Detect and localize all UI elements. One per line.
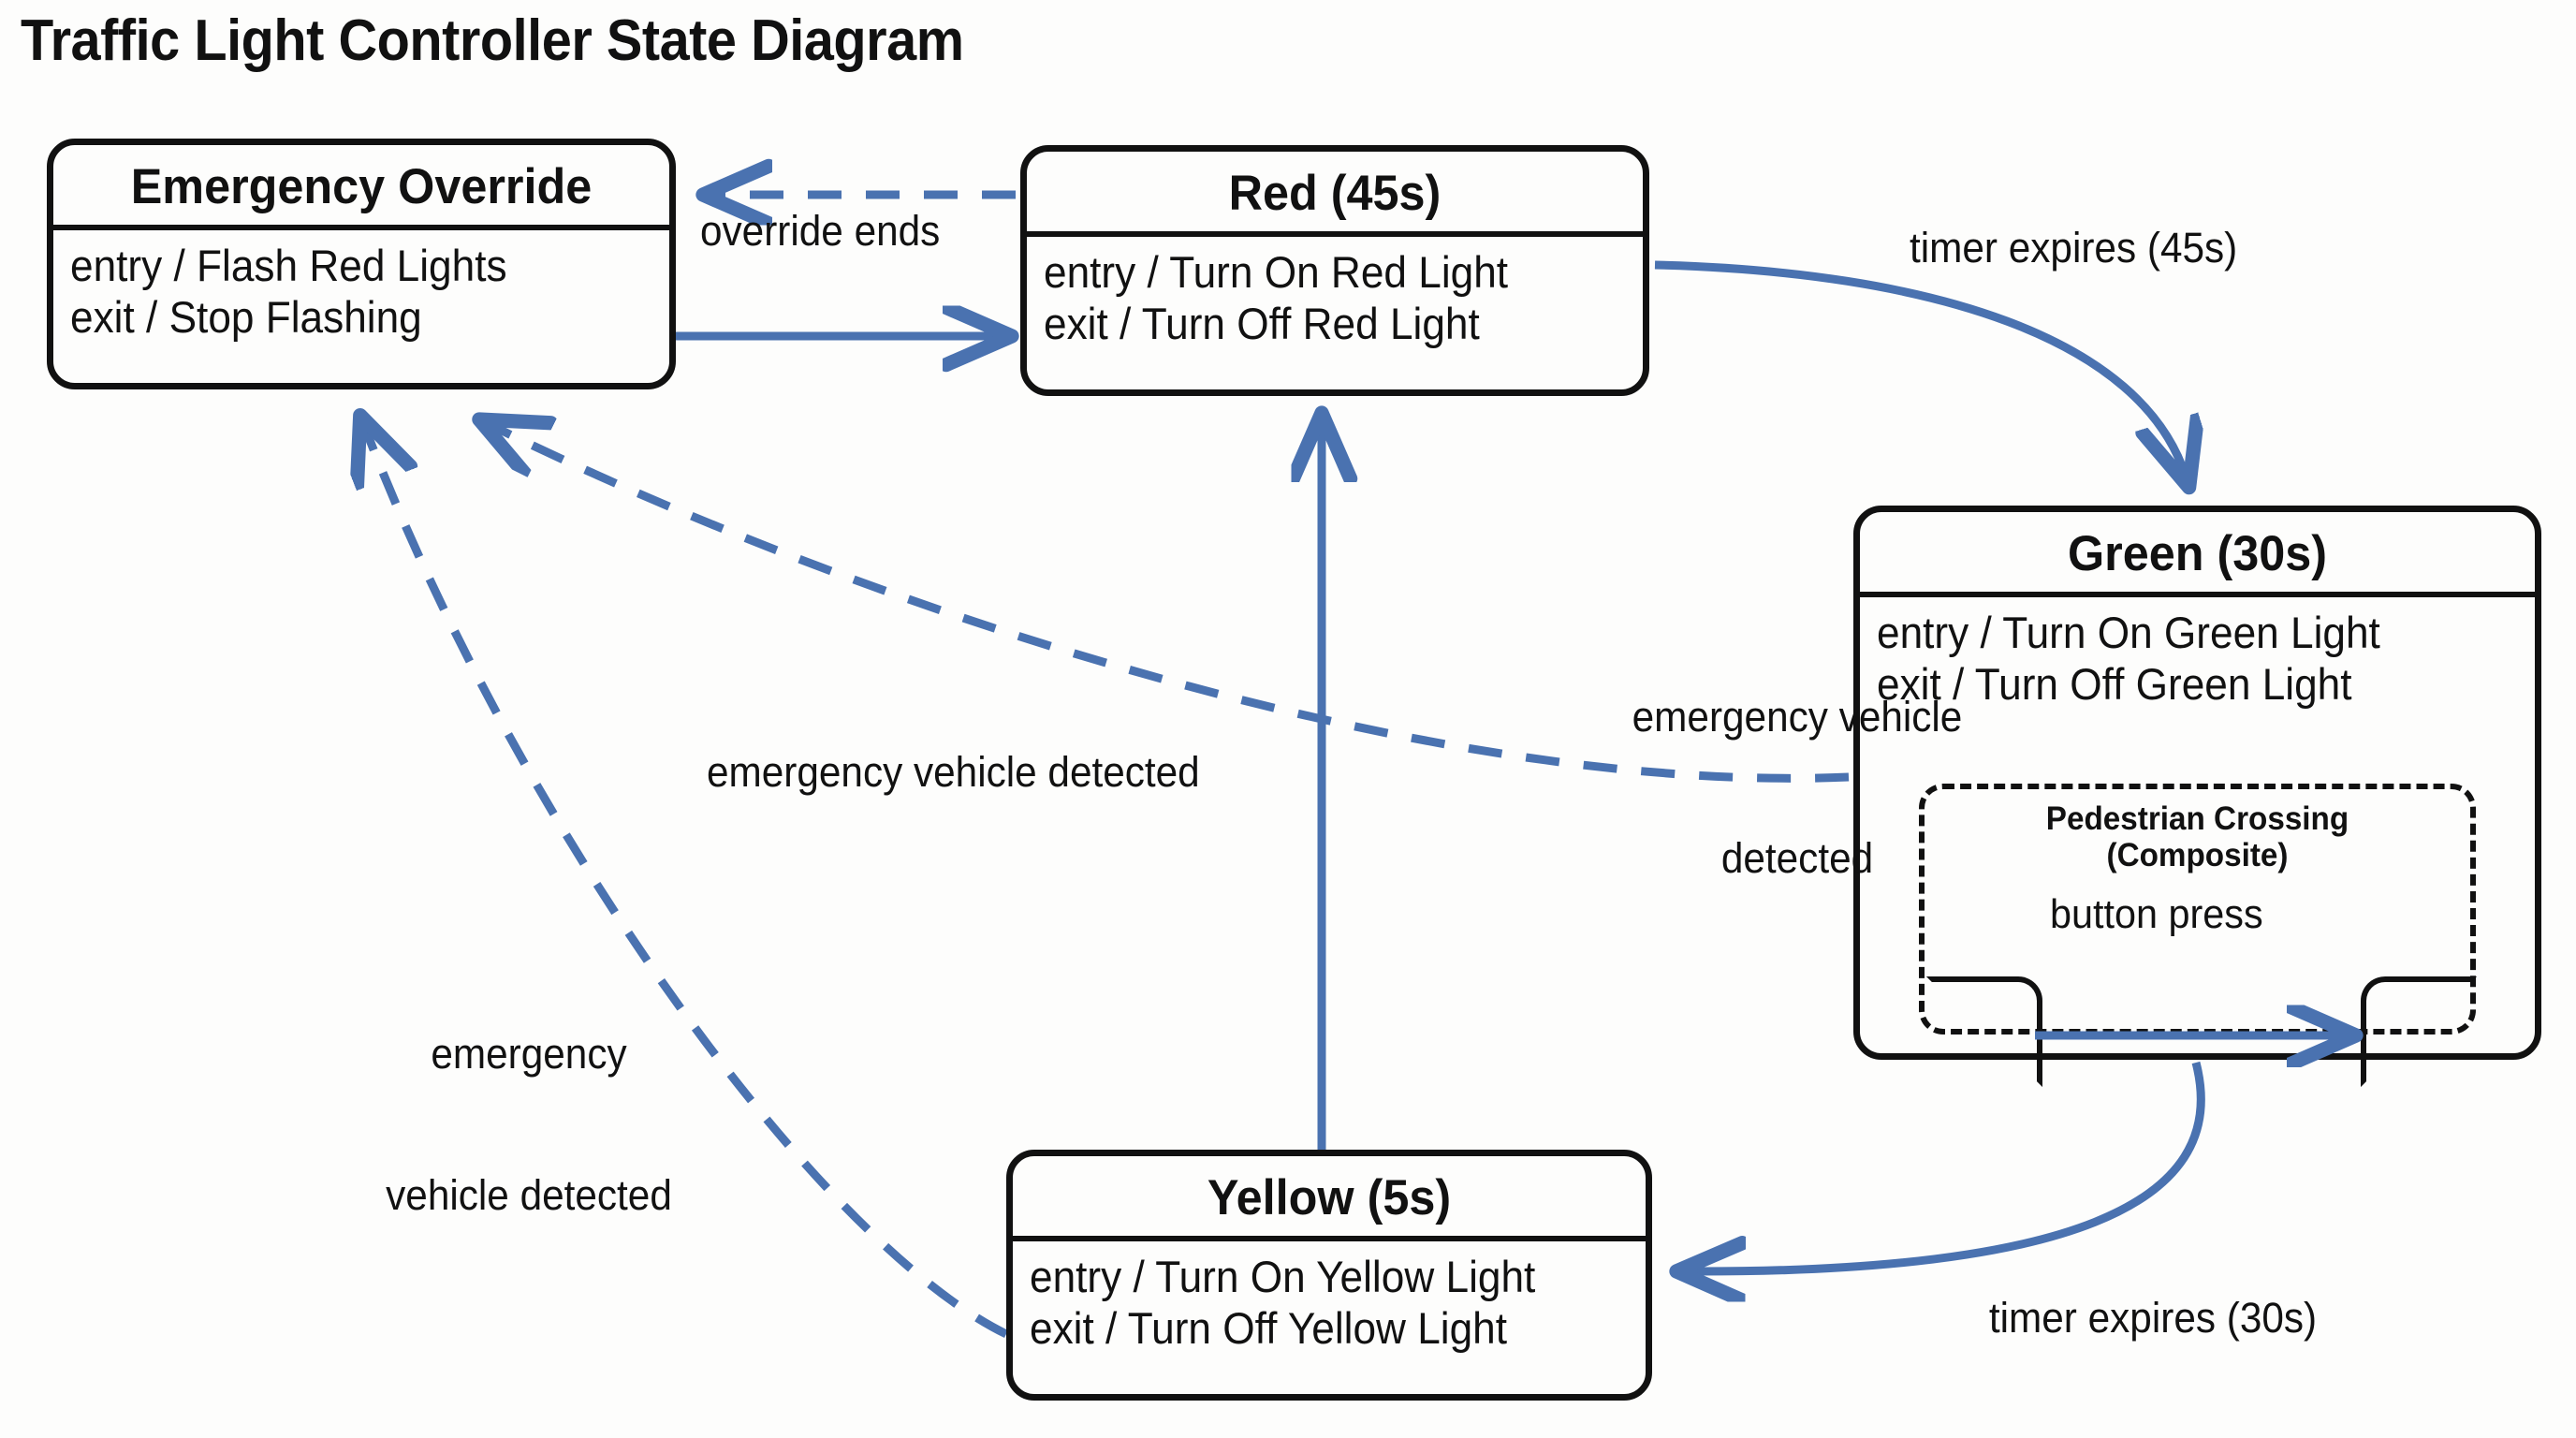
transition-label-green-to-yellow: timer expires (30s) OR pedestrian timer … xyxy=(1871,1200,2435,1438)
state-entry-action: entry / Flash Red Lights xyxy=(70,241,507,290)
state-divider xyxy=(53,225,669,230)
state-exit-action: exit / Turn Off Green Light xyxy=(1877,659,2352,710)
state-emergency-override[interactable]: Emergency Override entry / Flash Red Lig… xyxy=(47,139,676,389)
composite-title-line2: (Composite) xyxy=(2106,837,2289,874)
state-name-green: Green (30s) xyxy=(2067,526,2328,581)
state-entry-action: entry / Turn On Yellow Light xyxy=(1030,1252,1536,1301)
state-red[interactable]: Red (45s) entry / Turn On Red Light exit… xyxy=(1020,145,1649,396)
substate-crossing[interactable] xyxy=(2361,976,2477,1087)
state-entry-action: entry / Turn On Green Light xyxy=(1877,608,2380,657)
state-name-emergency-override: Emergency Override xyxy=(130,159,593,214)
transition-label-line2: OR xyxy=(1871,1435,2435,1438)
composite-title-line1: Pedestrian Crossing xyxy=(2045,800,2349,837)
transition-label-override-ends: override ends xyxy=(700,207,941,255)
substate-transition-button-press xyxy=(2035,992,2378,1067)
transition-label-timer-expires-45s: timer expires (45s) xyxy=(1910,224,2238,271)
state-body-yellow: entry / Turn On Yellow Light exit / Turn… xyxy=(1013,1241,1646,1364)
transition-label-line2: vehicle detected xyxy=(386,1170,672,1219)
state-exit-action: exit / Stop Flashing xyxy=(70,292,422,343)
state-exit-action: exit / Turn Off Red Light xyxy=(1044,299,1480,349)
state-divider xyxy=(1860,592,2535,597)
state-entry-action: entry / Turn On Red Light xyxy=(1044,247,1509,297)
state-green[interactable]: Green (30s) entry / Turn On Green Light … xyxy=(1853,506,2541,1060)
transition-label-line1: timer expires (30s) xyxy=(1988,1293,2318,1342)
substate-transition-label: button press xyxy=(2050,891,2263,937)
transition-label-line1: emergency vehicle xyxy=(1632,692,1963,741)
state-body-green: entry / Turn On Green Light exit / Turn … xyxy=(1860,597,2535,720)
state-name-red: Red (45s) xyxy=(1228,166,1442,221)
state-body-emergency-override: entry / Flash Red Lights exit / Stop Fla… xyxy=(53,230,669,353)
transition-red-to-green xyxy=(1654,260,2187,479)
state-yellow[interactable]: Yellow (5s) entry / Turn On Yellow Light… xyxy=(1006,1150,1652,1401)
state-divider xyxy=(1013,1236,1646,1241)
state-body-red: entry / Turn On Red Light exit / Turn Of… xyxy=(1027,237,1643,360)
transition-label-line2: detected xyxy=(1720,833,1874,882)
transition-label-red-to-override: emergency vehicle detected xyxy=(707,748,1200,796)
state-divider xyxy=(1027,231,1643,237)
transition-label-line1: emergency xyxy=(431,1029,627,1078)
transition-label-green-to-override: emergency vehicle detected xyxy=(1595,599,1999,976)
state-name-yellow: Yellow (5s) xyxy=(1207,1170,1452,1225)
transition-label-yellow-to-override: emergency vehicle detected xyxy=(344,936,714,1313)
page-title: Traffic Light Controller State Diagram xyxy=(21,8,964,73)
composite-title: Pedestrian Crossing (Composite) xyxy=(1939,789,2457,873)
substate-waiting[interactable] xyxy=(1926,976,2042,1087)
state-exit-action: exit / Turn Off Yellow Light xyxy=(1030,1303,1508,1354)
